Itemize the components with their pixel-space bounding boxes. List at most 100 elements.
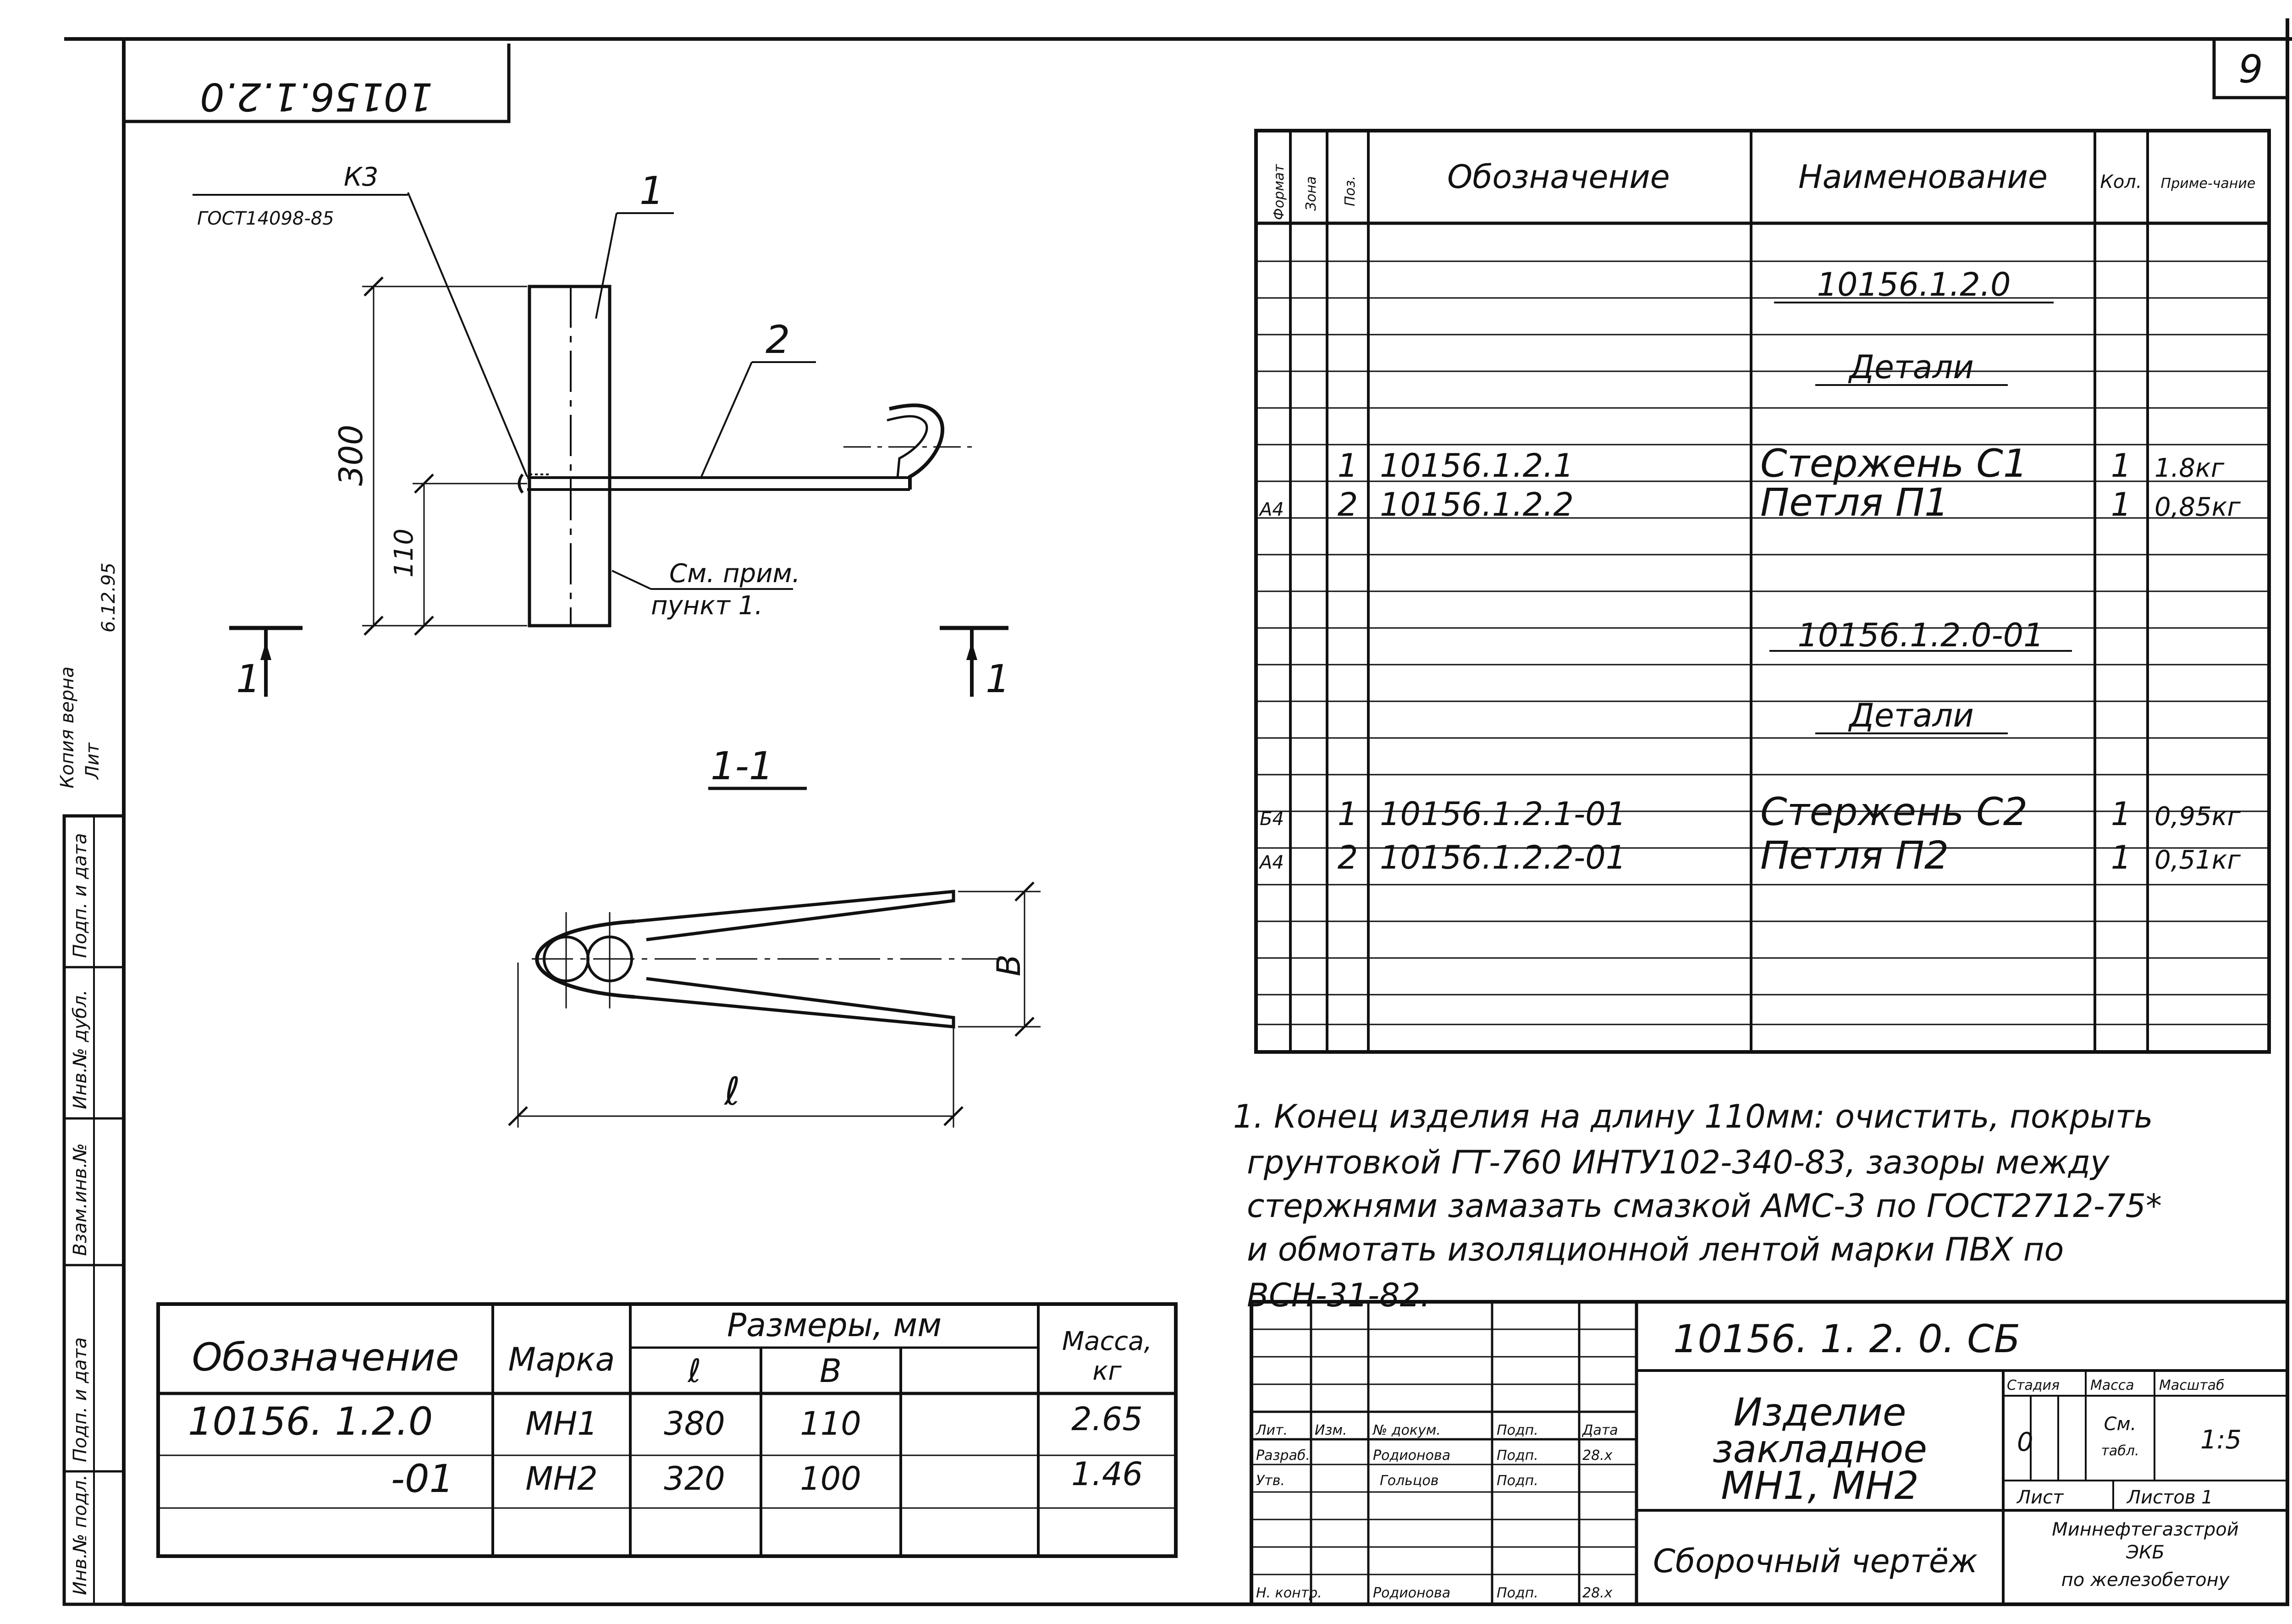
- tb-org-line-1: Миннефтегазстрой: [2052, 1519, 2238, 1540]
- dims-header-mass: Масса,: [1062, 1327, 1152, 1356]
- section-title: 1-1: [711, 743, 773, 788]
- notes-block: 1. Конец изделия на длину 110мм: очистит…: [1233, 1098, 2162, 1314]
- tb-stage-val: 0: [2017, 1427, 2033, 1457]
- title-line-3: МН1, МН2: [1721, 1463, 1919, 1508]
- tb-head-izm: Изм.: [1315, 1422, 1347, 1438]
- tb-head-sign: Подп.: [1497, 1422, 1538, 1438]
- spec-row4-format: А4: [1258, 852, 1284, 873]
- tb-role-control: Н. контр.: [1256, 1585, 1322, 1601]
- dims-header-designation: Обозначение: [192, 1335, 459, 1380]
- spec-row3-note: 0,95кг: [2154, 802, 2241, 831]
- dimension-B: В: [990, 954, 1028, 976]
- spec-row2-name: Петля П1: [1760, 480, 1949, 525]
- spec-row3-pos: 1: [1338, 795, 1358, 833]
- note-line-1: 1. Конец изделия на длину 110мм: очистит…: [1233, 1098, 2153, 1135]
- dims-row2-mass: 1.46: [1071, 1455, 1143, 1493]
- tb-mass-val-1: См.: [2104, 1414, 2137, 1435]
- dims-header-B: В: [820, 1352, 842, 1390]
- title-line-2: закладное: [1713, 1426, 1927, 1471]
- dims-header-mark: Марка: [508, 1341, 615, 1378]
- top-code-box: 10156.1.2.0: [124, 44, 511, 123]
- tb-date-control: 28.х: [1582, 1585, 1613, 1601]
- tb-org-line-3: по железобетону: [2061, 1569, 2230, 1591]
- part-2-label: 2: [766, 317, 790, 362]
- tb-role-appr: Утв.: [1256, 1473, 1285, 1489]
- spec-header-format: Формат: [1271, 164, 1287, 220]
- tb-sign-control: Подп.: [1497, 1585, 1538, 1601]
- title-doc-type: Сборочный чертёж: [1653, 1542, 1978, 1580]
- spec-row1-name: Стержень С1: [1760, 441, 2028, 486]
- side-label-inv-podl: Инв.№ подл.: [70, 1475, 91, 1595]
- dims-row2-B: 100: [800, 1460, 861, 1497]
- spec-row3-format: Б4: [1260, 809, 1284, 830]
- tb-head-lit: Лит.: [1256, 1422, 1288, 1438]
- dims-table: [156, 1302, 1178, 1558]
- tb-sign-appr: Подп.: [1497, 1473, 1538, 1489]
- margin-note-line-2: Лит: [82, 742, 103, 780]
- spec-row1-designation: 10156.1.2.1: [1380, 447, 1574, 484]
- tb-head-date: Дата: [1581, 1422, 1618, 1438]
- sheet-number: 9: [2238, 47, 2263, 92]
- dims-header-l: ℓ: [688, 1352, 701, 1390]
- margin-note-line-3: 6.12.95: [98, 562, 119, 633]
- tb-sheet-label: Лист: [2016, 1487, 2064, 1508]
- tb-head-doc: № докум.: [1372, 1422, 1441, 1438]
- note-ref-line-1: См. прим.: [669, 559, 800, 589]
- dimension-110: 110: [389, 528, 419, 578]
- dims-header-dims: Размеры, мм: [727, 1306, 942, 1344]
- tb-scale-head: Масштаб: [2159, 1377, 2225, 1393]
- side-label-inv-dubl: Инв.№ дубл.: [70, 990, 91, 1109]
- spec-group1-section: Детали: [1848, 348, 1974, 386]
- dims-row1-mark: МН1: [525, 1405, 598, 1442]
- spec-row2-format: А4: [1258, 499, 1284, 520]
- spec-row4-note: 0,51кг: [2154, 845, 2241, 875]
- spec-row1-pos: 1: [1338, 447, 1358, 484]
- title-line-1: Изделие: [1733, 1390, 1906, 1435]
- spec-header-zone: Зона: [1303, 176, 1319, 211]
- spec-row2-note: 0,85кг: [2154, 492, 2241, 522]
- tb-mass-val-2: табл.: [2101, 1443, 2139, 1459]
- dimension-l: ℓ: [723, 1069, 740, 1114]
- spec-header-designation: Обозначение: [1447, 158, 1670, 196]
- margin-note: Копия верна Лит 6.12.95: [57, 562, 119, 788]
- spec-row2-pos: 2: [1338, 486, 1358, 523]
- spec-row2-qty: 1: [2111, 486, 2132, 523]
- spec-row1-qty: 1: [2111, 447, 2132, 484]
- tb-stage-head: Стадия: [2007, 1377, 2060, 1393]
- spec-group2-code: 10156.1.2.0-01: [1797, 617, 2044, 654]
- dims-row1-B: 110: [800, 1405, 861, 1442]
- tb-name-control: Родионова: [1373, 1585, 1450, 1601]
- spec-row3-name: Стержень С2: [1760, 789, 2028, 834]
- note-line-5: ВСН-31-82.: [1247, 1277, 1430, 1314]
- dimension-300: 300: [332, 424, 370, 486]
- spec-header-note: Приме-чание: [2161, 176, 2256, 192]
- side-approval-strip: Инв.№ подл. Подп. и дата Взам.инв.№ Инв.…: [62, 814, 126, 1606]
- note-ref-line-2: пункт 1.: [651, 591, 763, 621]
- note-line-3: стержнями замазать смазкой АМС-3 по ГОСТ…: [1247, 1187, 2162, 1225]
- section-mark-right: 1: [986, 656, 1010, 701]
- tb-sign-dev: Подп.: [1497, 1448, 1538, 1464]
- spec-row3-qty: 1: [2111, 795, 2132, 833]
- tb-name-dev: Родионова: [1373, 1448, 1450, 1464]
- spec-row3-designation: 10156.1.2.1-01: [1380, 795, 1626, 833]
- dims-row2-designation: -01: [391, 1456, 454, 1501]
- spec-row1-note: 1.8кг: [2154, 453, 2225, 483]
- spec-row4-designation: 10156.1.2.2-01: [1380, 839, 1626, 876]
- rod-1-outline: [528, 285, 612, 628]
- weld-label: К3: [344, 162, 378, 192]
- spec-header-qty: Кол.: [2100, 171, 2142, 193]
- note-line-4: и обмотать изоляционной лентой марки ПВХ…: [1247, 1231, 2064, 1268]
- tb-date-dev: 28.х: [1582, 1448, 1613, 1464]
- spec-group1-code: 10156.1.2.0: [1817, 266, 2011, 303]
- tb-role-dev: Разраб.: [1256, 1448, 1310, 1464]
- title-block: [1250, 1300, 2289, 1606]
- dims-row1-mass: 2.65: [1071, 1400, 1143, 1438]
- spec-table: [1254, 129, 2271, 1054]
- side-label-podp-data-2: Подп. и дата: [70, 833, 91, 958]
- dims-row2-mark: МН2: [525, 1460, 598, 1497]
- spec-row4-pos: 2: [1338, 839, 1358, 876]
- side-label-vzam-inv: Взам.инв.№: [70, 1143, 91, 1256]
- margin-note-line-1: Копия верна: [57, 666, 78, 788]
- part-1-label: 1: [639, 168, 664, 213]
